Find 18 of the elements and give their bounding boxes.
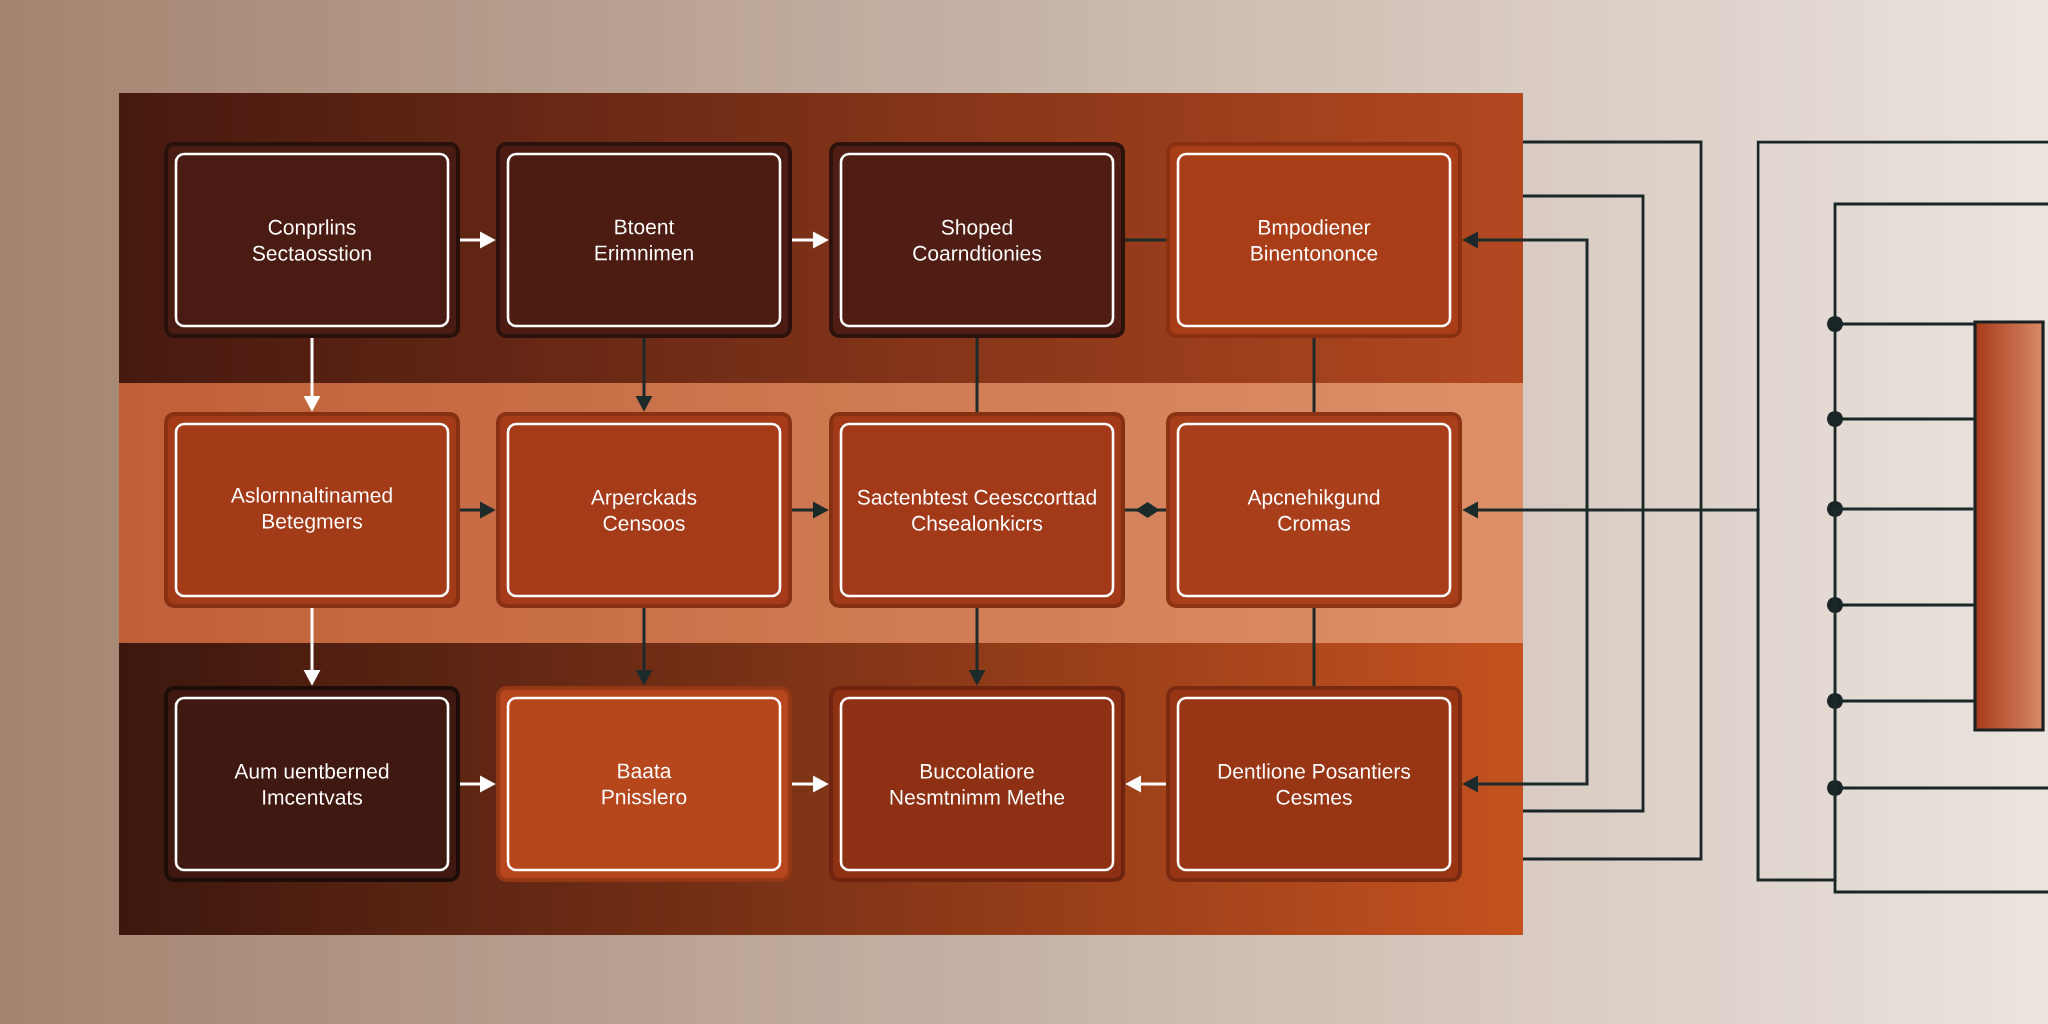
- process-box: Bmpodiener Binentononce: [1166, 142, 1462, 338]
- connector-line: [975, 338, 979, 412]
- process-box: Aslornnaltinamed Betegmers: [164, 412, 460, 608]
- connector-line: [1312, 608, 1316, 686]
- process-box: Shoped Coarndtionies: [829, 142, 1125, 338]
- process-box: Baata Pnisslero: [496, 686, 792, 882]
- box: [1973, 320, 2045, 732]
- process-box: Apcnehikgund Cromas: [1166, 412, 1462, 608]
- process-box: Arperckads Censoos: [496, 412, 792, 608]
- process-box: Btoent Erimnimen: [496, 142, 792, 338]
- diamond-connector: [1125, 502, 1166, 518]
- connector-line: [1125, 238, 1166, 242]
- process-box: Sactenbtest Ceesccorttad Chsealonkicrs: [829, 412, 1125, 608]
- connector-line: [1312, 338, 1316, 412]
- process-box: Aum uentberned Imcentvats: [164, 686, 460, 882]
- process-box: Dentlione Posantiers Cesmes: [1166, 686, 1462, 882]
- process-box: Conprlins Sectaosstion: [164, 142, 460, 338]
- process-box: Buccolatiore Nesmtnimm Methe: [829, 686, 1125, 882]
